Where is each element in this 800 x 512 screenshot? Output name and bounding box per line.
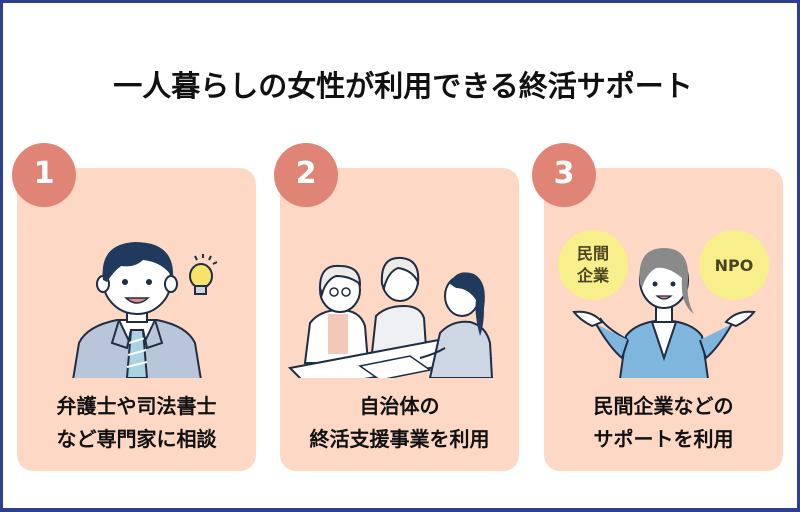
bubble-private-company: 民間 企業 xyxy=(558,230,628,300)
caption-line-1: 自治体の xyxy=(359,394,440,418)
card-caption: 自治体の 終活支援事業を利用 xyxy=(280,390,519,456)
card-municipal-support: 自治体の 終活支援事業を利用 xyxy=(280,168,519,471)
businessman-lightbulb-icon xyxy=(72,242,218,378)
bubble-line-1: NPO xyxy=(714,255,754,275)
caption-line-2: サポートを利用 xyxy=(593,427,734,451)
consultation-meeting-icon xyxy=(287,256,494,378)
bubble-line-1: 民間 xyxy=(576,244,609,263)
bubble-line-2: 企業 xyxy=(576,266,609,285)
card-private-support: 民間 企業 NPO 民間企業などの サポートを利用 xyxy=(544,168,783,471)
step-badge-3: 3 xyxy=(532,143,596,207)
card-caption: 弁護士や司法書士 など専門家に相談 xyxy=(17,390,256,456)
caption-line-2: など専門家に相談 xyxy=(56,427,217,451)
caption-line-1: 弁護士や司法書士 xyxy=(56,394,217,418)
card-professional-consultation: 弁護士や司法書士 など専門家に相談 xyxy=(17,168,256,471)
step-badge-2: 2 xyxy=(274,143,338,207)
card-caption: 民間企業などの サポートを利用 xyxy=(544,390,783,456)
businesswoman-presenting-icon xyxy=(572,248,756,378)
caption-line-2: 終活支援事業を利用 xyxy=(309,427,490,451)
caption-line-1: 民間企業などの xyxy=(593,394,734,418)
bubble-npo: NPO xyxy=(699,230,769,300)
step-badge-1: 1 xyxy=(12,143,76,207)
page-title: 一人暮らしの女性が利用できる終活サポート xyxy=(113,69,693,103)
